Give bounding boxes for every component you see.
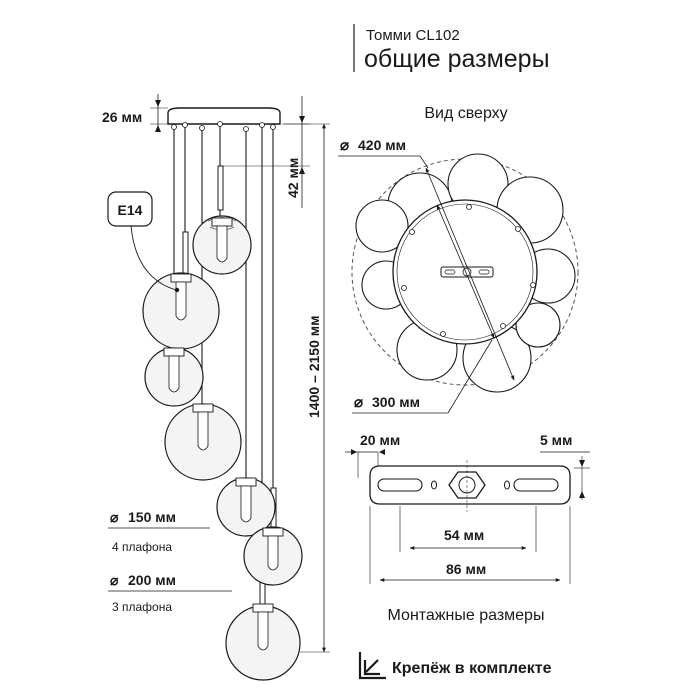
footer-note: Крепёж в комплекте: [358, 652, 552, 680]
side-view: 26 мм 42 мм 1400 – 2150 мм: [102, 94, 330, 681]
mounting-title: Монтажные размеры: [388, 607, 545, 624]
small-shade-count: 4 плафона: [112, 540, 172, 554]
canopy-diameter-sign: ⌀: [354, 394, 363, 411]
socket-callout-leader: [130, 225, 177, 291]
canopy: [167, 107, 281, 125]
top-view-title: Вид сверху: [424, 105, 507, 122]
model-name: Томми CL102: [366, 27, 460, 44]
bar-thickness-label: 5 мм: [540, 432, 572, 448]
slot-width-label: 20 мм: [360, 432, 400, 448]
small-shade-diameter-sign: ⌀: [110, 509, 119, 525]
shade-large-1: [142, 272, 220, 350]
bar-length-label: 86 мм: [446, 561, 486, 577]
outer-diameter-label: 420 мм: [358, 137, 406, 153]
shade-small-2: [144, 347, 204, 407]
large-shade-count: 3 плафона: [112, 600, 172, 614]
canopy-diameter-line: [436, 204, 495, 339]
socket-type-label: E14: [118, 202, 143, 218]
shade-large-3: [225, 603, 301, 681]
socket-callout-box: [107, 191, 153, 227]
total-height-label: 1400 – 2150 мм: [306, 316, 322, 418]
shade-large-2: [164, 403, 242, 481]
shade-small-1: [192, 215, 252, 275]
mounting-slot-left: [377, 478, 423, 492]
canopy-diameter-label: 300 мм: [372, 394, 420, 410]
canopy-height-label: 26 мм: [102, 109, 142, 125]
hole-spacing-label: 54 мм: [444, 527, 484, 543]
rod-length-label: 42 мм: [285, 158, 301, 198]
small-shade-diameter-label: 150 мм: [128, 509, 176, 525]
arrow-into-box-icon: [358, 652, 386, 680]
outer-diameter-sign: ⌀: [340, 137, 349, 154]
shade-small-3: [216, 477, 276, 537]
large-shade-diameter-sign: ⌀: [110, 572, 119, 588]
header-subtitle: общие размеры: [364, 45, 550, 73]
shades: [142, 215, 303, 681]
mounting-slot-right: [513, 478, 559, 492]
footer-text: Крепёж в комплекте: [392, 660, 552, 677]
mounting-dimensions: 20 мм 5 мм 54 мм 86 мм Монтажные размеры: [345, 432, 590, 624]
large-shade-diameter-label: 200 мм: [128, 572, 176, 588]
top-view: Вид сверху ⌀ 42: [338, 105, 579, 414]
shade-small-4: [243, 526, 303, 586]
